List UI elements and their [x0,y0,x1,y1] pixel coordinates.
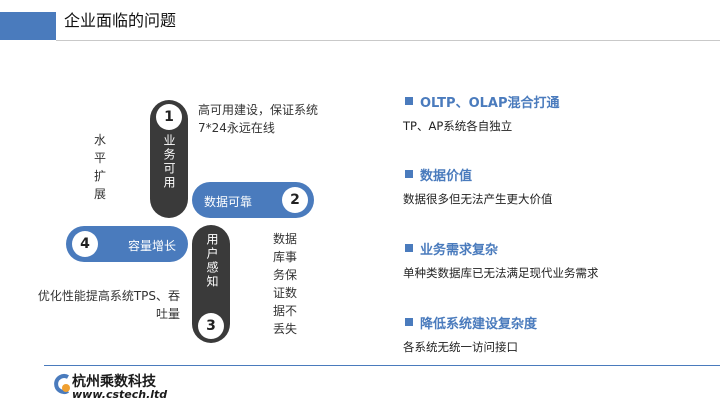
issue-title: OLTP、OLAP混合打通 [420,96,560,111]
note-horizontal-scaling: 水平扩展 [94,133,107,201]
issue-desc: 各系统无统一访问接口 [403,340,518,354]
bullet-square-icon [405,318,413,326]
pill-capacity-growth: 4 容量增长 [66,226,188,262]
note-data-reliability: 数据 库事 务保 证数 据不 丢失 [272,232,297,336]
title-divider [56,40,720,41]
company-url: www.cstech.ltd [72,388,168,401]
pill-label-3: 用户感知 [205,233,219,289]
bullet-square-icon [405,170,413,178]
issue-title: 降低系统建设复杂度 [420,317,538,332]
step-number-3: 3 [198,313,224,339]
bullet-square-icon [405,244,413,252]
pill-label-2: 数据可靠 [204,195,253,209]
pill-data-reliability: 数据可靠 2 [192,182,314,218]
step-number-1: 1 [156,104,182,130]
note-user-perception: 优化性能提高系统TPS、吞 吐量 [37,289,180,321]
title-accent-bar [0,12,56,40]
bullet-square-icon [405,97,413,105]
issue-desc: TP、AP系统各自独立 [403,119,513,133]
pill-user-perception: 用户感知 3 [192,225,230,343]
issue-title: 业务需求复杂 [420,243,499,258]
pill-label-4: 容量增长 [128,239,177,253]
issue-title: 数据价值 [420,169,473,184]
issue-desc: 数据很多但无法产生更大价值 [403,192,553,206]
step-number-2: 2 [282,187,308,213]
pill-label-1: 业务可用 [162,134,176,190]
issue-desc: 单种类数据库已无法满足现代业务需求 [403,266,599,280]
pill-business-availability: 1 业务可用 [150,100,188,218]
footer-divider [44,365,720,366]
page-title: 企业面临的问题 [64,11,177,30]
note-business-availability: 高可用建设，保证系统 7*24永远在线 [198,103,319,135]
company-logo-icon [54,374,70,394]
company-name: 杭州乘数科技 [72,374,156,390]
step-number-4: 4 [72,231,98,257]
